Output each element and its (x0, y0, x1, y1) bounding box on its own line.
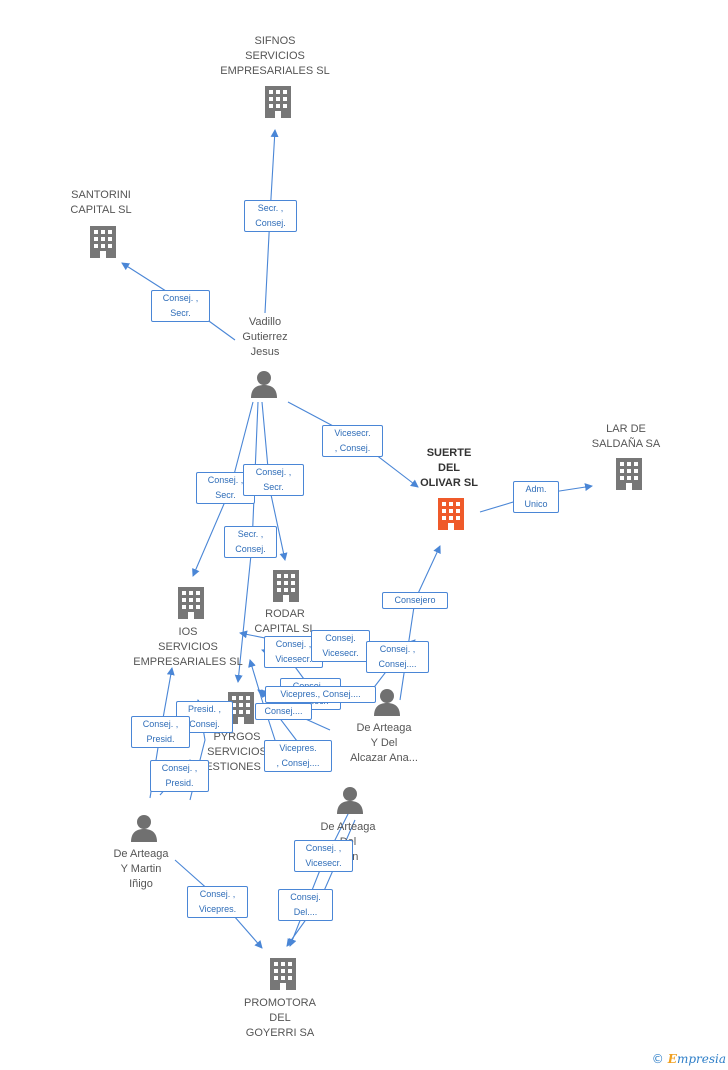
person-icon-dearteaga-ana[interactable] (374, 689, 400, 716)
node-label-vadillo[interactable]: Vadillo Gutierrez Jesus (242, 316, 288, 358)
company-building-icon-lar[interactable] (616, 458, 642, 490)
node-label-ios[interactable]: IOS SERVICIOS EMPRESARIALES SL (133, 626, 243, 668)
node-label-santorini[interactable]: SANTORINI CAPITAL SL (70, 189, 132, 216)
edge-label-e1[interactable]: Secr. , Consej. (244, 200, 297, 232)
node-label-suerte[interactable]: SUERTE DEL OLIVAR SL (420, 447, 478, 489)
company-building-icon-suerte[interactable] (438, 498, 464, 530)
edge-label-e7[interactable]: Secr. , Consej. (224, 526, 277, 558)
person-icon-dearteaga-inigo[interactable] (131, 815, 157, 842)
copyright-symbol: © (651, 1052, 664, 1066)
edge-label-e6[interactable]: Consej. , Secr. (243, 464, 304, 496)
node-label-dearteaga-ana[interactable]: De Arteaga Y Del Alcazar Ana... (350, 722, 418, 764)
node-label-promotora[interactable]: PROMOTORA DEL GOYERRI SA (244, 997, 316, 1039)
edge-label-e3[interactable]: Vicesecr. , Consej. (322, 425, 383, 457)
edge-label-e4[interactable]: Adm. Unico (513, 481, 559, 513)
edge-line-17 (248, 659, 276, 741)
edge-label-e15[interactable]: Consej. , Presid. (131, 716, 190, 748)
edge-label-e20[interactable]: Consej. Del.... (278, 889, 333, 921)
edge-line-8 (399, 545, 441, 701)
edge-label-e11[interactable]: Consej. , Consej.... (366, 641, 429, 673)
edge-label-e21[interactable]: Consej. , Vicepres. (187, 886, 248, 918)
edge-label-e17[interactable]: Consej.... (255, 703, 312, 720)
person-icon-dearteaga-ivan[interactable] (337, 787, 363, 814)
company-building-icon-santorini[interactable] (90, 226, 116, 258)
brand-initial: E (667, 1052, 677, 1066)
node-label-lar[interactable]: LAR DE SALDAÑA SA (591, 423, 661, 450)
edge-label-e19[interactable]: Consej. , Vicesecr. (294, 840, 353, 872)
company-building-icon-sifnos[interactable] (265, 86, 291, 118)
company-building-icon-ios[interactable] (178, 587, 204, 619)
company-building-icon-promotora[interactable] (270, 958, 296, 990)
edge-label-e2[interactable]: Consej. , Secr. (151, 290, 210, 322)
edge-label-e18[interactable]: Vicepres. , Consej.... (264, 740, 332, 772)
node-label-rodar[interactable]: RODAR CAPITAL SL (254, 608, 316, 635)
edge-label-e8[interactable]: Consejero (382, 592, 448, 609)
brand-name: mpresia (676, 1052, 726, 1066)
empresia-logo[interactable]: ©Empresia (652, 1052, 726, 1066)
node-label-dearteaga-inigo[interactable]: De Arteaga Y Martin Iñigo (113, 848, 169, 890)
edge-label-e16[interactable]: Consej. , Presid. (150, 760, 209, 792)
edge-label-e13[interactable]: Vicepres., Consej.... (265, 686, 376, 703)
person-icon-vadillo[interactable] (251, 371, 277, 398)
company-building-icon-rodar[interactable] (273, 570, 299, 602)
edge-label-e10[interactable]: Consej. Vicesecr. (311, 630, 370, 662)
node-label-sifnos[interactable]: SIFNOS SERVICIOS EMPRESARIALES SL (220, 35, 330, 77)
